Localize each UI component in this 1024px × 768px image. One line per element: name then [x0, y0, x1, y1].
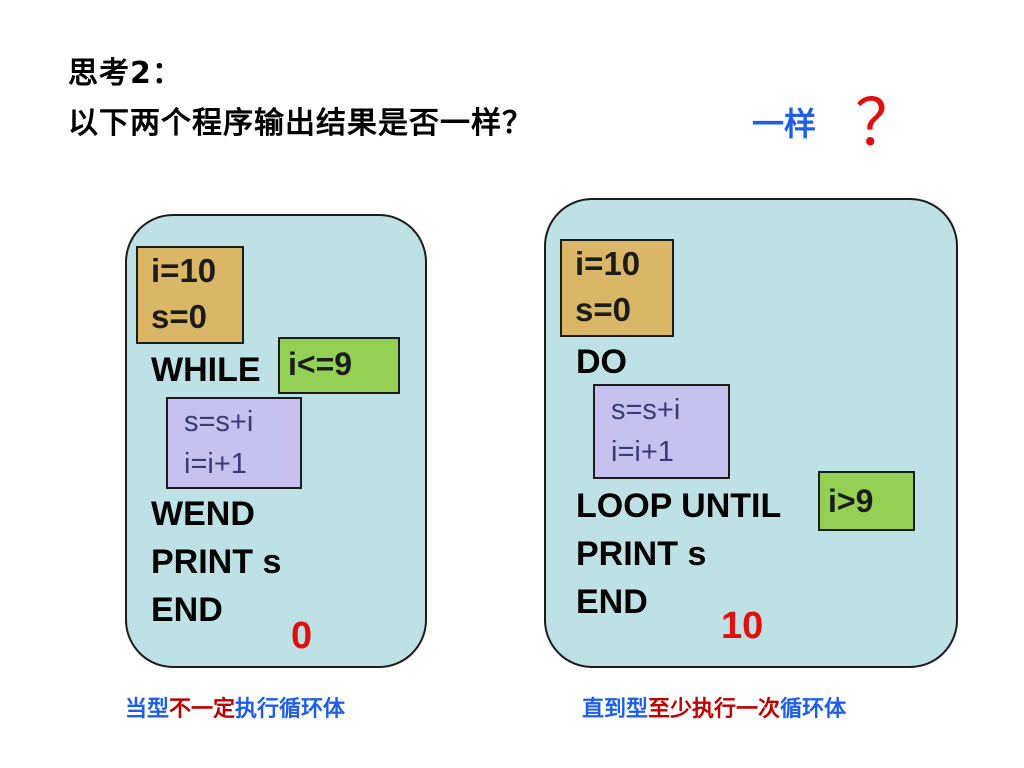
answer-text: 一样 — [752, 105, 817, 143]
until-caption: 直到型至少执行一次循环体 — [582, 695, 846, 725]
caption-once: 一次 — [736, 697, 781, 722]
caption-execute: 执行 — [235, 697, 280, 722]
while-caption: 当型不一定执行循环体 — [125, 695, 345, 725]
do-body-line-1: s=s+i — [611, 394, 681, 426]
caption-loop-body: 循环体 — [279, 697, 346, 722]
do-print: PRINT s — [576, 535, 707, 573]
while-body-line-1: s=s+i — [184, 406, 254, 438]
do-body-line-2: i=i+1 — [611, 436, 674, 468]
while-condition: i<=9 — [288, 346, 353, 382]
while-condition-box: i<=9 — [278, 337, 400, 394]
do-result: 10 — [721, 605, 764, 647]
do-init-i: i=10 — [575, 245, 641, 282]
caption-not-necessarily: 不一定 — [169, 697, 236, 722]
heading-line-1: 思考2： — [68, 56, 183, 91]
caption-execute-2: 执行 — [692, 697, 737, 722]
do-body-box: s=s+i i=i+1 — [593, 384, 730, 479]
caption-until-type: 直到型 — [582, 697, 649, 722]
loop-until-keyword: LOOP UNTIL — [576, 487, 782, 525]
while-body-box: s=s+i i=i+1 — [166, 397, 302, 489]
while-init-s: s=0 — [151, 298, 207, 335]
do-init-s: s=0 — [575, 291, 631, 328]
do-init-box: i=10 s=0 — [560, 239, 674, 337]
while-end: END — [151, 591, 223, 629]
while-result: 0 — [291, 615, 313, 657]
wend-keyword: WEND — [151, 495, 255, 533]
while-body-line-2: i=i+1 — [184, 448, 247, 480]
do-end: END — [576, 583, 648, 621]
while-print: PRINT s — [151, 543, 282, 581]
caption-loop-body-2: 循环体 — [780, 697, 847, 722]
caption-while-type: 当型 — [125, 697, 170, 722]
do-keyword: DO — [576, 343, 627, 381]
until-condition-box: i>9 — [818, 471, 915, 531]
while-keyword: WHILE — [151, 351, 261, 389]
caption-at-least: 至少 — [648, 697, 693, 722]
while-init-i: i=10 — [151, 252, 217, 289]
until-condition: i>9 — [828, 483, 874, 519]
heading-question: 以下两个程序输出结果是否一样？ — [68, 106, 533, 141]
question-mark: ？ — [855, 87, 919, 161]
while-init-box: i=10 s=0 — [136, 246, 244, 344]
